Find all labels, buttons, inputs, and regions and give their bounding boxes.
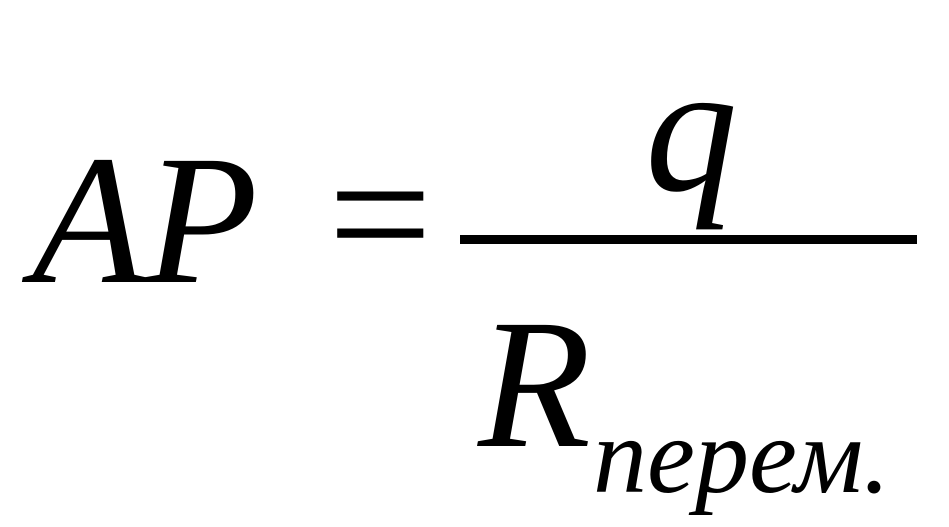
formula-lhs: AP xyxy=(32,118,259,323)
denominator-main-symbol: R xyxy=(478,282,592,487)
denominator-subscript: перем. xyxy=(593,397,891,516)
fraction-numerator: q xyxy=(645,26,738,231)
fraction-denominator: Rперем. xyxy=(478,292,890,511)
fraction-bar xyxy=(460,235,917,244)
equals-sign: = xyxy=(328,112,433,317)
